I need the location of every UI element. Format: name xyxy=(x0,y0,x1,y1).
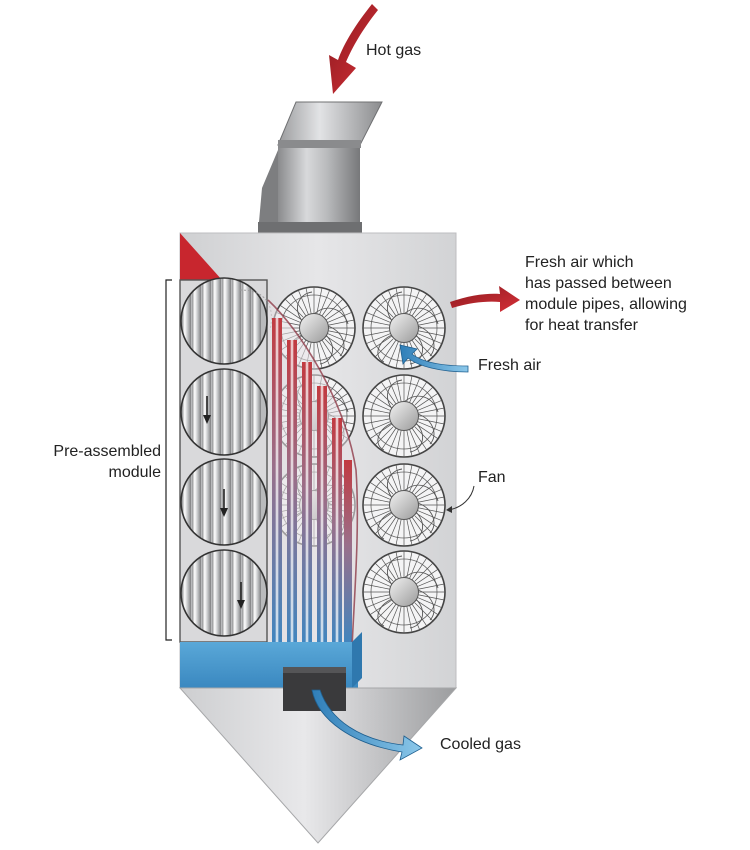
fan-label: Fan xyxy=(478,469,506,486)
fresh-air-in-arrow xyxy=(399,344,469,373)
fan-icon xyxy=(362,550,446,634)
hot-gas-label: Hot gas xyxy=(366,42,422,59)
module-unit xyxy=(180,549,268,637)
inlet-duct xyxy=(258,101,383,234)
fresh-air-out-line: Fresh air which xyxy=(525,254,634,271)
module-unit xyxy=(180,368,268,456)
module-label: Pre-assembled module xyxy=(40,441,161,483)
hot-gas-arrow xyxy=(329,4,378,94)
heat-exchange-tubes xyxy=(267,299,359,649)
fresh-air-out-line: module pipes, allowing xyxy=(525,296,687,313)
module-unit xyxy=(180,458,268,546)
hopper xyxy=(178,687,458,844)
fresh-air-out-label: Fresh air which has passed between modul… xyxy=(525,252,687,336)
fresh-air-label: Fresh air xyxy=(478,357,542,374)
hot-inlet-corner xyxy=(180,233,222,280)
fresh-air-out-line: for heat transfer xyxy=(525,317,638,334)
module-label-line: Pre-assembled xyxy=(53,443,161,460)
module-units xyxy=(180,277,268,637)
fresh-air-out-line: has passed between xyxy=(525,275,672,292)
fan-icon xyxy=(362,463,446,547)
outlet-box xyxy=(283,667,346,711)
cooled-gas-arrow xyxy=(311,689,423,761)
cooled-gas-label: Cooled gas xyxy=(440,736,521,753)
fan-icon xyxy=(362,374,446,458)
module-unit xyxy=(180,277,268,365)
fresh-air-out-arrow xyxy=(450,286,520,312)
module-bracket xyxy=(165,279,172,641)
module-label-line: module xyxy=(108,464,161,481)
